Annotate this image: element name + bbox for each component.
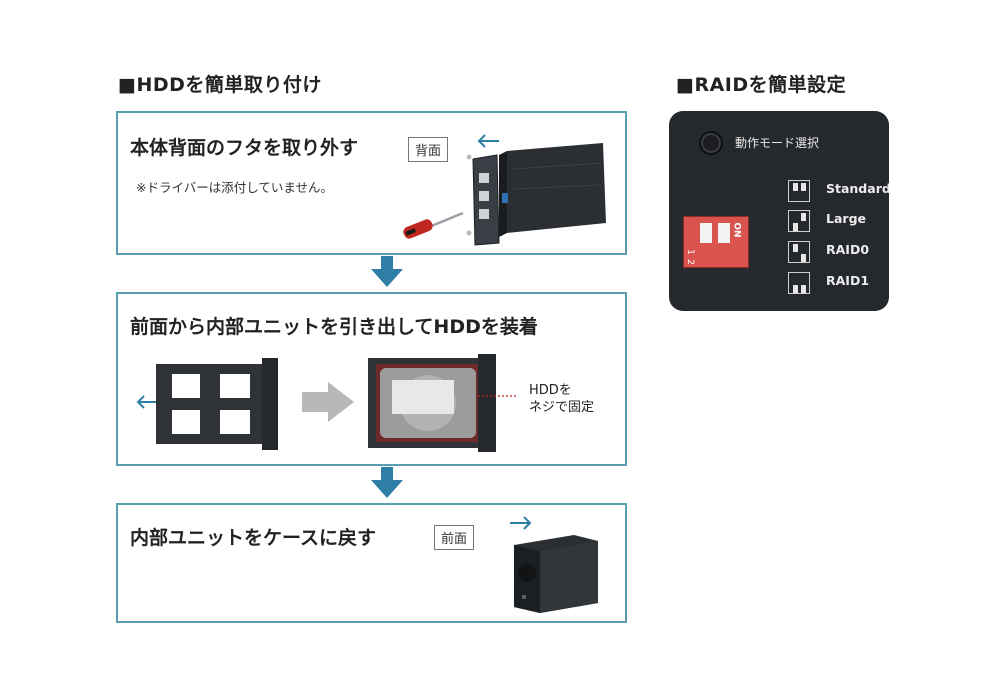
step-3-panel: 内部ユニットをケースに戻す 前面 [116, 503, 627, 623]
mini-dip-icon [788, 241, 810, 263]
hdd-screw-callout: HDDを ネジで固定 [529, 383, 595, 415]
front-tag: 前面 [434, 525, 475, 550]
rear-cover-illustration [403, 134, 606, 246]
dip-switch-1[interactable] [700, 223, 712, 243]
dip-number-2: 2 [684, 259, 695, 265]
down-arrow-icon [371, 256, 403, 287]
mini-dip-icon [788, 180, 810, 202]
unit-pullout-illustration [136, 354, 518, 452]
mode-select-button[interactable] [699, 131, 723, 155]
dip-switch-2[interactable] [718, 223, 730, 243]
down-arrow-icon [371, 467, 403, 498]
raid-setup-heading: ■RAIDを簡単設定 [676, 74, 847, 96]
mode-label: RAID0 [826, 242, 870, 257]
raid-control-panel: 動作モード選択 ON 1 2 Standard Large RAID0 RAID… [669, 111, 889, 311]
mode-label: Standard [826, 181, 889, 196]
mode-select-label: 動作モード選択 [735, 136, 820, 150]
rear-tag: 背面 [408, 137, 449, 162]
step-2-panel: 前面から内部ユニットを引き出してHDDを装着 HDDを ネジで固定 [116, 292, 627, 466]
left-arrow-icon [136, 395, 158, 409]
step-3-title: 内部ユニットをケースに戻す [130, 527, 377, 549]
dip-number-1: 1 [684, 249, 695, 255]
mini-dip-icon [788, 210, 810, 232]
dip-on-label: ON [731, 222, 742, 238]
dip-switch[interactable]: ON 1 2 [683, 216, 749, 268]
screwdriver-icon [403, 211, 464, 239]
right-arrow-icon [302, 382, 354, 422]
enclosure-illustration [510, 516, 598, 613]
hdd-install-heading: ■HDDを簡単取り付け [118, 74, 322, 96]
step-1-panel: 本体背面のフタを取り外す 背面 ※ドライバーは添付していません。 [116, 111, 627, 255]
mini-dip-icon [788, 272, 810, 294]
right-arrow-icon [510, 516, 532, 530]
step-2-title: 前面から内部ユニットを引き出してHDDを装着 [130, 316, 538, 338]
step-1-title: 本体背面のフタを取り外す [130, 137, 359, 159]
mode-label: Large [826, 211, 866, 226]
left-arrow-icon [477, 134, 499, 148]
driver-note: ※ドライバーは添付していません。 [136, 180, 333, 195]
mode-label: RAID1 [826, 273, 870, 288]
